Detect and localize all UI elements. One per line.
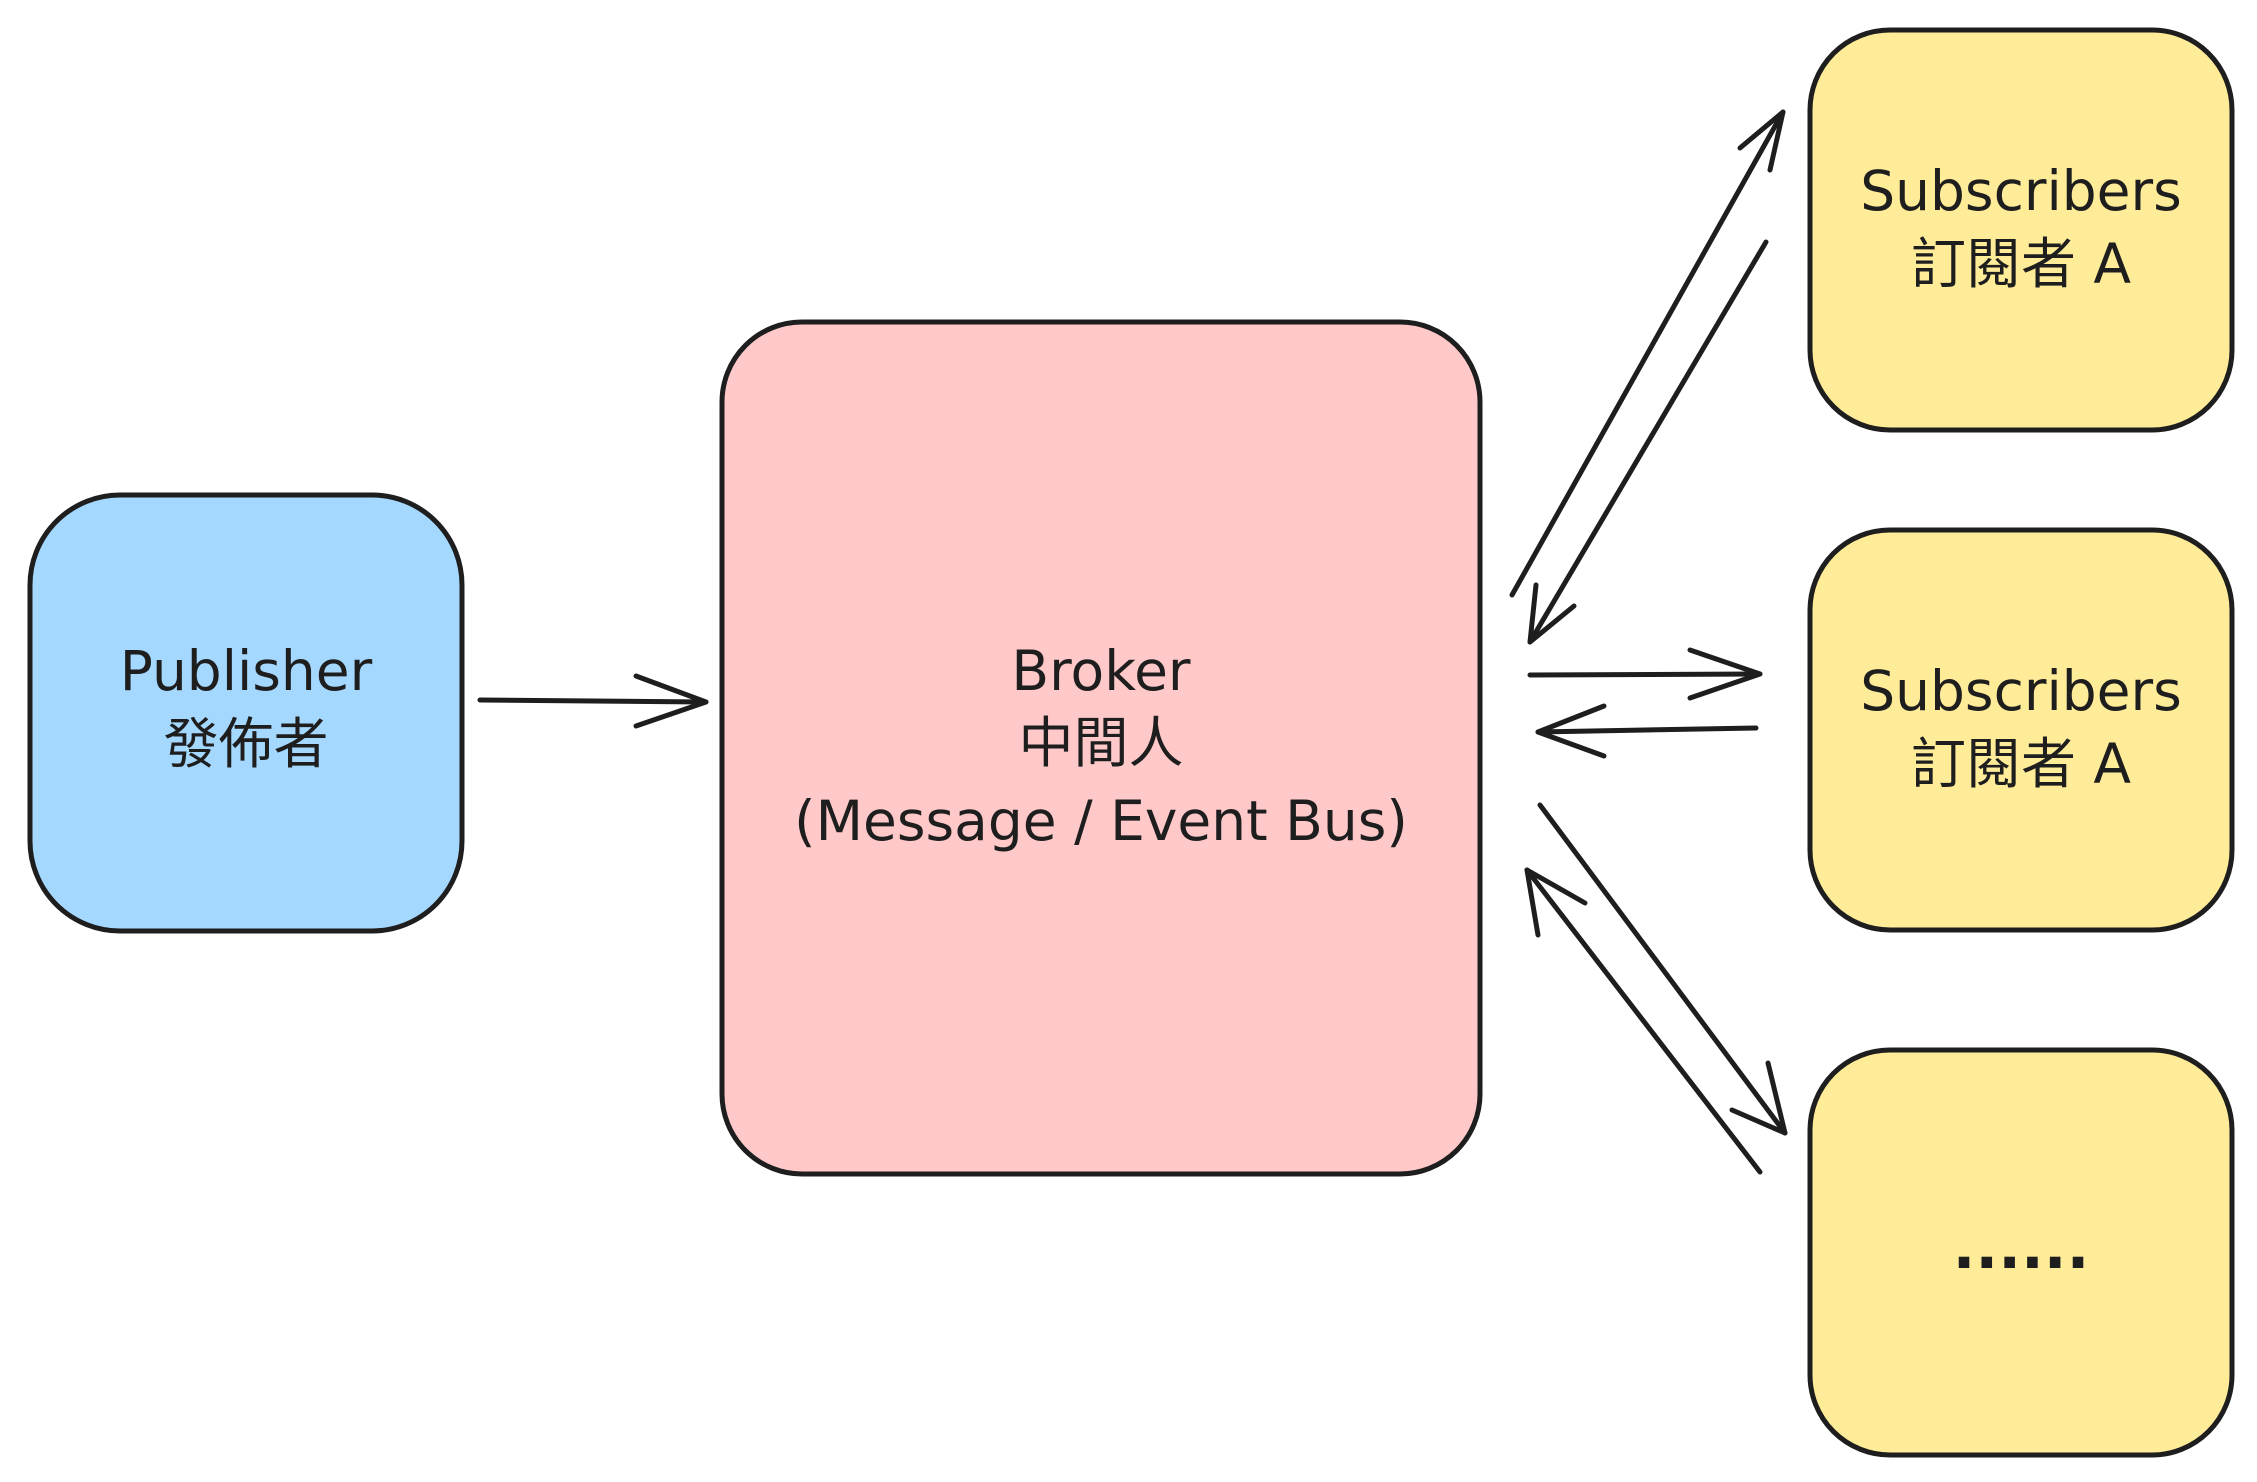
subscriber-box-2 bbox=[1807, 527, 2235, 933]
subscriber-title-1: Subscribers bbox=[1860, 159, 2182, 223]
subscriber-3-to-broker-shaft bbox=[1524, 867, 1763, 1175]
publisher-subtitle: 發佈者 bbox=[163, 712, 328, 776]
subscriber-3-to-broker-head bbox=[1524, 867, 1588, 906]
broker-box bbox=[719, 319, 1483, 1177]
subscriber-1-to-broker-arrow bbox=[1527, 239, 1769, 645]
broker-detail: (Message / Event Bus) bbox=[794, 789, 1408, 853]
subscriber-2-to-broker-head bbox=[1535, 703, 1607, 759]
broker-to-subscriber-2-arrow bbox=[1527, 647, 1763, 701]
publisher-box bbox=[27, 492, 465, 934]
subscriber-1-to-broker-head bbox=[1527, 582, 1577, 645]
subscriber-node-2[interactable]: Subscribers 訂閱者 A bbox=[1807, 527, 2235, 933]
broker-to-subscriber-3-head bbox=[1729, 1060, 1788, 1136]
broker-node[interactable]: Broker 中間人 (Message / Event Bus) bbox=[719, 319, 1483, 1177]
broker-to-subscriber-1-shaft bbox=[1509, 109, 1786, 598]
subscriber-2-to-broker-shaft bbox=[1535, 725, 1759, 735]
subscriber-box-1 bbox=[1807, 27, 2235, 433]
publisher-to-broker-shaft bbox=[477, 697, 709, 705]
broker-to-subscriber-1-arrow bbox=[1509, 109, 1786, 598]
subscriber-3-to-broker-arrow bbox=[1524, 867, 1763, 1175]
publisher-to-broker-head bbox=[633, 673, 709, 729]
publisher-to-broker-arrow bbox=[477, 673, 709, 729]
subscriber-subtitle-2: 訂閱者 A bbox=[1911, 732, 2131, 796]
subscriber-box-3 bbox=[1807, 1047, 2235, 1458]
subscriber-subtitle-1: 訂閱者 A bbox=[1911, 232, 2131, 296]
broker-subtitle: 中間人 bbox=[1018, 711, 1183, 775]
broker-title: Broker bbox=[1011, 639, 1191, 703]
broker-to-subscriber-2-head bbox=[1687, 647, 1763, 701]
subscriber-node-3[interactable]: ...... bbox=[1807, 1047, 2235, 1458]
broker-to-subscriber-3-arrow bbox=[1537, 802, 1788, 1136]
subscriber-title-2: Subscribers bbox=[1860, 659, 2182, 723]
publisher-title: Publisher bbox=[120, 639, 373, 703]
subscriber-1-to-broker-shaft bbox=[1527, 239, 1769, 645]
broker-to-subscriber-3-shaft bbox=[1537, 802, 1788, 1136]
subscriber-3-to-broker-head-side bbox=[1524, 867, 1541, 938]
broker-to-subscriber-1-head bbox=[1737, 109, 1786, 173]
subscriber-node-1[interactable]: Subscribers 訂閱者 A bbox=[1807, 27, 2235, 433]
publisher-node[interactable]: Publisher 發佈者 bbox=[27, 492, 465, 934]
subscriber-ellipsis: ...... bbox=[1953, 1213, 2090, 1283]
broker-to-subscriber-2-shaft bbox=[1527, 671, 1763, 678]
subscriber-2-to-broker-arrow bbox=[1535, 703, 1759, 759]
